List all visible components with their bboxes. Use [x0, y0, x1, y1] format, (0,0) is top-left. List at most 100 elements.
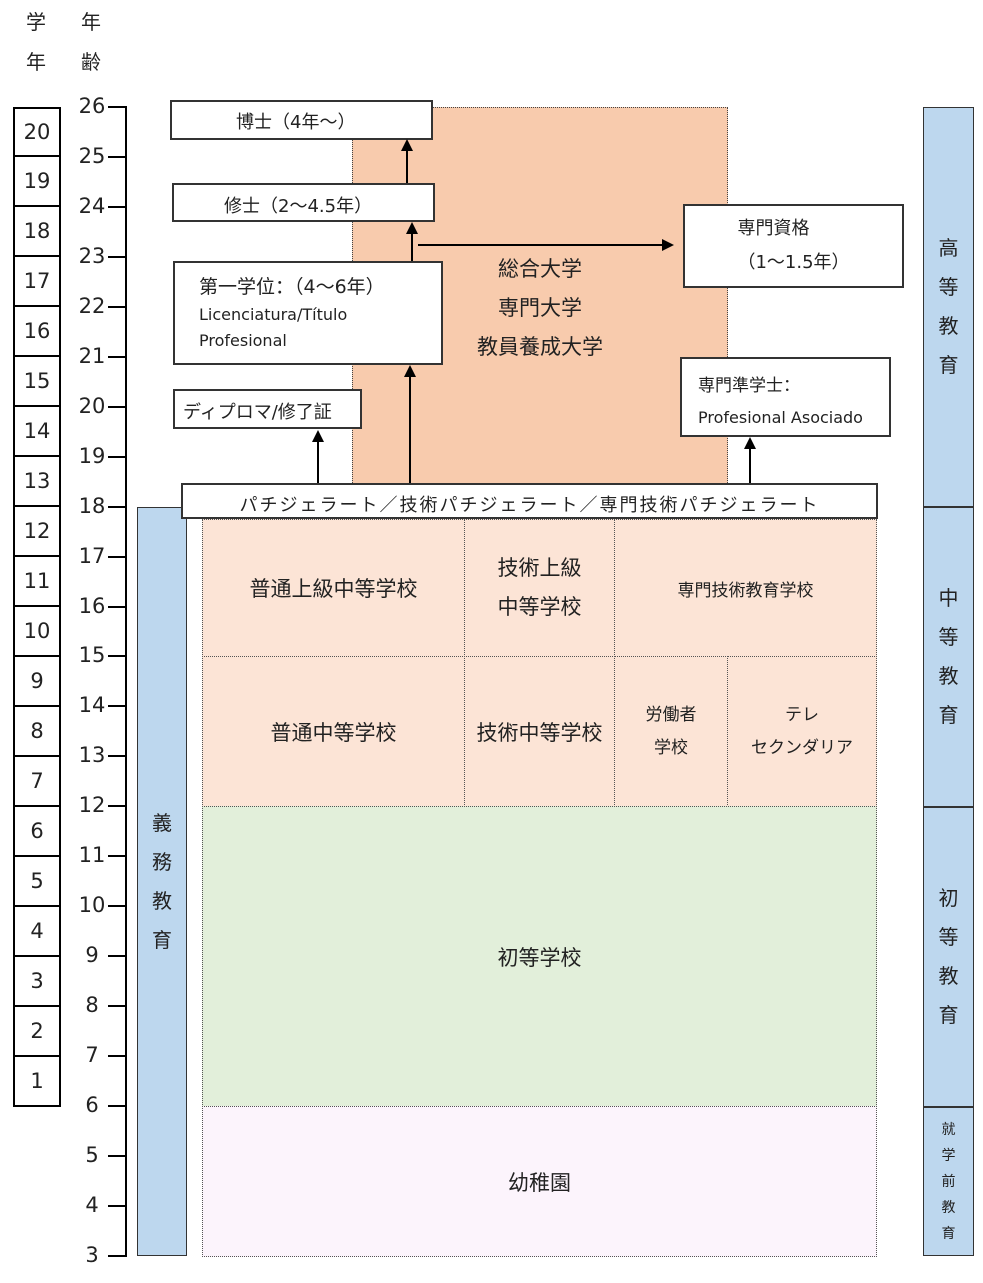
grade-cell: 11	[13, 557, 61, 607]
technical-upper-secondary: 技術上級中等学校	[464, 519, 615, 657]
compulsory-education-bar: 義務教育	[137, 507, 187, 1256]
grade-cell: 7	[13, 757, 61, 807]
arrow-to-specialty	[418, 244, 663, 246]
grade-cell: 14	[13, 407, 61, 457]
label: 育	[938, 1003, 959, 1027]
label: セクンダリア	[751, 737, 853, 758]
grade-cell: 19	[13, 157, 61, 207]
age-label: 15	[78, 643, 106, 668]
grade-header-2: 年	[26, 50, 46, 74]
label: 育	[941, 1225, 956, 1242]
age-tick	[108, 205, 127, 208]
general-upper-secondary: 普通上級中等学校	[202, 519, 465, 657]
grade-cell: 18	[13, 207, 61, 257]
label: 技術上級	[497, 556, 582, 580]
age-tick	[108, 505, 127, 508]
age-label: 9	[85, 943, 99, 968]
arrowhead-icon	[406, 222, 418, 234]
age-label: 13	[78, 743, 106, 768]
age-label: 7	[85, 1043, 99, 1068]
general-secondary: 普通中等学校	[202, 656, 465, 807]
university-types: 総合大学 専門大学 教員養成大学	[440, 250, 640, 367]
age-tick	[108, 255, 127, 258]
age-tick	[108, 455, 127, 458]
label: 前	[941, 1173, 956, 1190]
grade-cell: 6	[13, 807, 61, 857]
age-tick	[108, 305, 127, 308]
master-box: 修士（2～4.5年）	[172, 183, 435, 222]
label: 中	[938, 586, 959, 610]
label: 育	[938, 353, 959, 377]
doctorate-box: 博士（4年～）	[170, 100, 433, 140]
specialty-title: 専門資格	[737, 218, 810, 239]
label: 教	[941, 1199, 956, 1216]
age-label: 18	[78, 493, 106, 518]
technical-secondary: 技術中等学校	[464, 656, 615, 807]
label: 学校	[654, 737, 688, 758]
arrowhead-icon	[404, 365, 416, 377]
label: 育	[152, 927, 172, 952]
age-tick	[108, 1105, 127, 1107]
grade-cell: 3	[13, 957, 61, 1007]
grade-header-1: 学	[26, 10, 46, 34]
label: 初	[938, 886, 959, 910]
age-tick	[108, 605, 127, 608]
age-label: 10	[78, 893, 106, 918]
label: 等	[938, 625, 959, 649]
age-label: 21	[78, 343, 106, 368]
label: 教	[938, 664, 959, 688]
age-tick	[108, 755, 127, 758]
arrow-master-doctor	[406, 150, 408, 183]
associate-box: 専門準学士： Profesional Asociado	[680, 357, 891, 437]
age-label: 3	[85, 1242, 99, 1267]
age-label: 23	[78, 243, 106, 268]
specialized-university: 専門大学	[498, 296, 582, 320]
age-tick	[108, 1204, 127, 1207]
age-label: 16	[78, 593, 106, 618]
arrowhead-icon	[744, 437, 756, 449]
grade-cell: 10	[13, 607, 61, 657]
arrow-bachillerato-associate	[749, 449, 751, 484]
label: 学	[941, 1147, 956, 1164]
grade-cell: 1	[13, 1057, 61, 1107]
workers-school: 労働者学校	[614, 656, 728, 807]
associate-spanish: Profesional Asociado	[698, 408, 863, 427]
age-tick	[108, 1005, 127, 1008]
professional-technical-school: 専門技術教育学校	[614, 519, 877, 657]
age-tick	[108, 805, 127, 808]
age-tick	[108, 855, 127, 858]
age-label: 11	[78, 843, 106, 868]
arrowhead-icon	[662, 239, 674, 251]
label: 育	[938, 703, 959, 727]
age-tick	[108, 355, 127, 358]
age-label: 25	[78, 143, 106, 168]
label: 中等学校	[497, 595, 582, 619]
age-tick	[108, 705, 127, 708]
age-label: 20	[78, 393, 106, 418]
grade-cell: 2	[13, 1007, 61, 1057]
specialty-box: 専門資格 （1～1.5年）	[683, 204, 904, 288]
age-header-2: 齢	[81, 50, 101, 74]
age-tick	[108, 405, 127, 408]
age-label: 22	[78, 293, 106, 318]
grade-cell: 16	[13, 307, 61, 357]
telesecundaria: テレセクンダリア	[727, 656, 877, 807]
bachelor-box: 第一学位：（4～6年） Licenciatura/Título Profesio…	[173, 261, 443, 365]
arrow-bachelor-master	[411, 232, 413, 261]
label: 教	[938, 964, 959, 988]
general-university: 総合大学	[498, 257, 582, 281]
grade-cell: 15	[13, 357, 61, 407]
age-tick	[108, 1254, 127, 1257]
label: 義	[152, 810, 172, 835]
label: 等	[938, 275, 959, 299]
bachelor-spanish-1: Licenciatura/Título	[199, 305, 348, 324]
age-label: 17	[78, 543, 106, 568]
age-axis-line	[125, 106, 127, 1257]
grade-cell: 4	[13, 907, 61, 957]
higher-education-bar: 高等教育	[923, 107, 974, 507]
label: 務	[152, 849, 172, 874]
age-label: 8	[85, 993, 99, 1018]
label: 教	[152, 888, 172, 913]
age-tick	[108, 1055, 127, 1058]
